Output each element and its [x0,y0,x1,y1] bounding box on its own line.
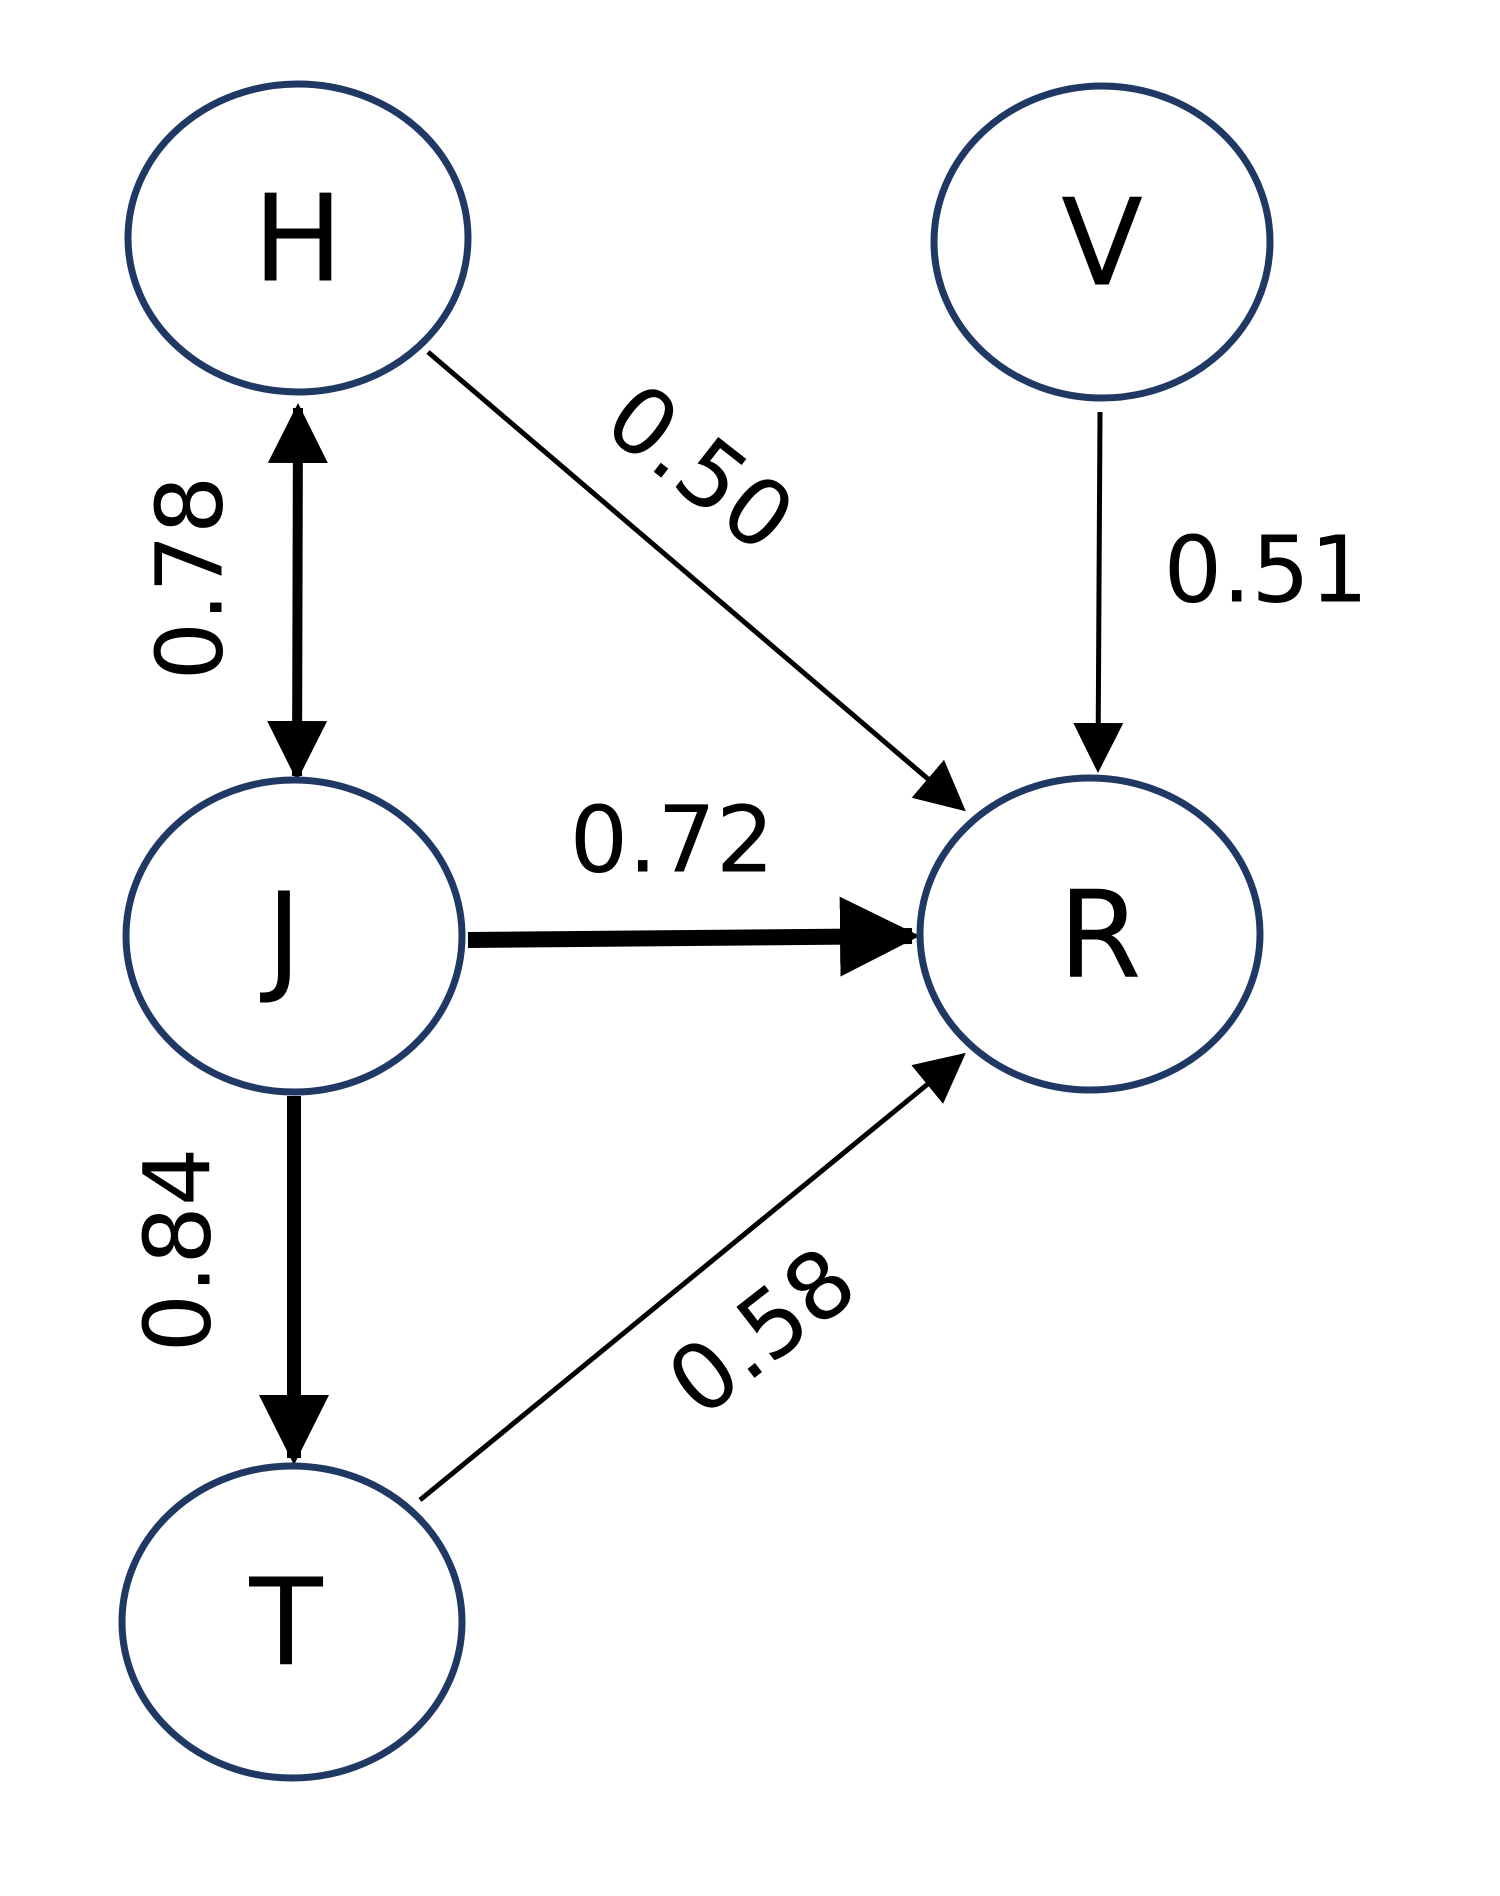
edge-label-v-r: 0.51 [1164,517,1369,624]
node-label-h: H [253,171,343,310]
node-r: R [916,774,1264,1094]
edge-label-h-j: 0.78 [137,476,244,681]
node-label-v: V [1061,175,1143,314]
edge-label-j-t: 0.84 [125,1148,232,1353]
node-label-t: T [248,1555,323,1694]
edge-label-t-r: 0.58 [648,1227,875,1437]
edge-t-r [418,1052,966,1502]
node-label-r: R [1058,867,1141,1006]
node-j: J [122,776,466,1096]
edge-h-r [426,350,966,812]
node-label-j: J [259,869,301,1008]
edge-label-j-r: 0.72 [570,787,775,894]
node-h: H [124,80,472,396]
edge-j-r [467,896,920,977]
edge-h-j [267,403,328,781]
edges [259,350,1124,1502]
edge-label-h-r: 0.50 [586,363,813,573]
node-t: T [118,1462,466,1782]
edge-v-r [1073,411,1124,773]
node-v: V [930,82,1274,402]
